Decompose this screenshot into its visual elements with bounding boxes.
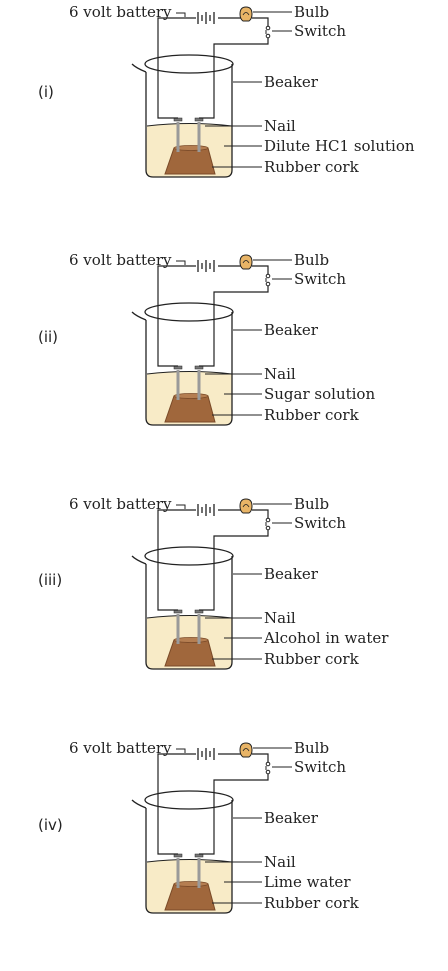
- bulb-icon: [239, 6, 253, 22]
- switch-bottom-contact: [265, 33, 271, 39]
- liquid-surface: [146, 615, 233, 619]
- switch-label: Switch: [294, 514, 347, 532]
- solution-label: Dilute HC1 solution: [264, 137, 415, 155]
- beaker-spout: [131, 311, 147, 321]
- nail-label: Nail: [264, 117, 296, 135]
- wire-left: [157, 265, 196, 367]
- switch-top-contact: [265, 25, 271, 31]
- cork-label: Rubber cork: [264, 406, 359, 424]
- switch-label: Switch: [294, 758, 347, 776]
- wire-right: [199, 529, 269, 611]
- beaker-label: Beaker: [264, 565, 318, 583]
- bulb-label: Bulb: [294, 739, 330, 757]
- rubber-cork: [164, 147, 216, 175]
- panel-number: (ii): [38, 328, 59, 346]
- experiment-panel-4: (iv) 6 volt battery Bulb Switch Beaker N…: [0, 736, 448, 971]
- switch-top-contact: [265, 517, 271, 523]
- wire-bulb-switch: [252, 509, 269, 519]
- experiment-panel-2: (ii) 6 volt battery Bulb Switch Beaker N…: [0, 248, 448, 483]
- rubber-cork: [164, 883, 216, 911]
- bulb-label: Bulb: [294, 495, 330, 513]
- cork-label: Rubber cork: [264, 894, 359, 912]
- switch-bottom-contact: [265, 281, 271, 287]
- panel-number: (iv): [38, 816, 63, 834]
- wire-right: [199, 773, 269, 855]
- bulb-filament: [242, 260, 250, 264]
- wire-right: [199, 285, 269, 367]
- wire-bulb-switch: [252, 17, 269, 27]
- nail-label: Nail: [264, 365, 296, 383]
- beaker-outline: [145, 312, 233, 426]
- beaker-outline: [145, 64, 233, 178]
- bulb-icon: [239, 498, 253, 514]
- bulb-filament: [242, 12, 250, 16]
- liquid-surface: [146, 371, 233, 375]
- liquid-surface: [146, 859, 233, 863]
- battery-label: 6 volt battery: [69, 3, 172, 21]
- beaker-label: Beaker: [264, 73, 318, 91]
- beaker-outline: [145, 800, 233, 914]
- panel-number: (i): [38, 83, 54, 101]
- beaker-spout: [131, 555, 147, 565]
- bulb-label: Bulb: [294, 251, 330, 269]
- bulb-label: Bulb: [294, 3, 330, 21]
- bulb-filament: [242, 748, 250, 752]
- bulb-icon: [239, 742, 253, 758]
- beaker-rim: [144, 302, 234, 322]
- battery-leader: [176, 504, 186, 509]
- apparatus-drawing: [131, 254, 292, 426]
- battery-label: 6 volt battery: [69, 739, 172, 757]
- battery-label: 6 volt battery: [69, 495, 172, 513]
- wire-bulb-switch: [252, 753, 269, 763]
- apparatus-drawing: [131, 742, 292, 914]
- beaker-spout: [131, 63, 147, 73]
- wire-left: [157, 753, 196, 855]
- bulb-filament: [242, 504, 250, 508]
- beaker-rim: [144, 54, 234, 74]
- panel-number: (iii): [38, 571, 63, 589]
- switch-bottom-contact: [265, 769, 271, 775]
- wire-left: [157, 17, 196, 119]
- cork-label: Rubber cork: [264, 158, 359, 176]
- beaker-outline: [145, 556, 233, 670]
- switch-top-contact: [265, 273, 271, 279]
- wire-right: [199, 37, 269, 119]
- beaker-label: Beaker: [264, 321, 318, 339]
- wire-left: [157, 509, 196, 611]
- solution-label: Alcohol in water: [264, 629, 389, 647]
- battery-leader: [176, 12, 186, 17]
- beaker-spout: [131, 799, 147, 809]
- switch-label: Switch: [294, 22, 347, 40]
- nail-label: Nail: [264, 853, 296, 871]
- nail-label: Nail: [264, 609, 296, 627]
- apparatus-drawing: [131, 498, 292, 670]
- switch-bottom-contact: [265, 525, 271, 531]
- solution-label: Sugar solution: [264, 385, 376, 403]
- liquid-surface: [146, 123, 233, 127]
- switch-label: Switch: [294, 270, 347, 288]
- solution-label: Lime water: [264, 873, 351, 891]
- experiment-panel-1: (i) 6 volt battery Bulb Switch Beaker Na…: [0, 0, 448, 235]
- beaker-rim: [144, 546, 234, 566]
- experiment-panel-3: (iii) 6 volt battery Bulb Switch Beaker …: [0, 492, 448, 727]
- battery-label: 6 volt battery: [69, 251, 172, 269]
- beaker-rim: [144, 790, 234, 810]
- battery-leader: [176, 748, 186, 753]
- battery-leader: [176, 260, 186, 265]
- bulb-icon: [239, 254, 253, 270]
- switch-top-contact: [265, 761, 271, 767]
- cork-label: Rubber cork: [264, 650, 359, 668]
- conductivity-diagram: (i) 6 volt battery Bulb Switch Beaker Na…: [0, 0, 448, 914]
- rubber-cork: [164, 639, 216, 667]
- rubber-cork: [164, 395, 216, 423]
- apparatus-drawing: [131, 6, 292, 178]
- beaker-label: Beaker: [264, 809, 318, 827]
- wire-bulb-switch: [252, 265, 269, 275]
